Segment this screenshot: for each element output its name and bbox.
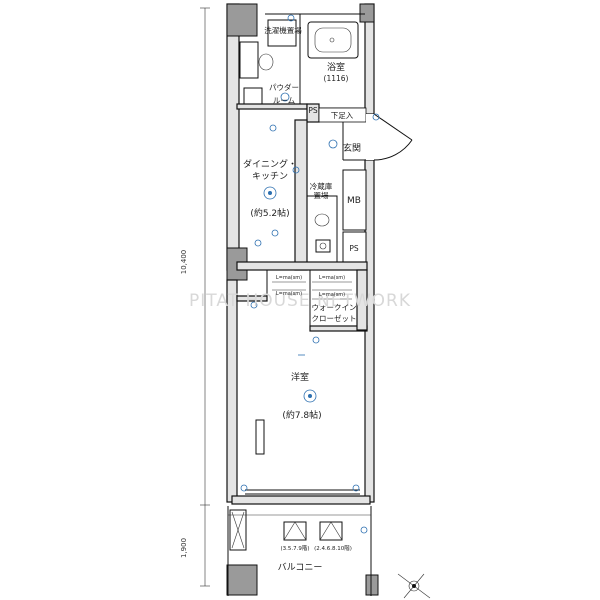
powder-fixtures	[239, 19, 297, 105]
label-shelf-3: L=ma(sm)	[276, 291, 302, 297]
label-powder-2: ルーム	[273, 96, 295, 105]
label-dk-1: ダイニング・	[243, 158, 297, 170]
label-fridge-2: 置場	[314, 190, 329, 200]
label-ps: PS	[349, 244, 359, 253]
outlet-icon	[240, 14, 380, 534]
watermark: PITAT HOUSE NETWORK	[189, 291, 411, 311]
label-fridge-1: 冷蔵庫	[310, 181, 333, 191]
label-ps-small: PS	[308, 106, 318, 115]
label-balcony: バルコニー	[278, 562, 323, 573]
label-western: 洋室	[291, 371, 309, 383]
label-shelf-2: L=ma(sm)	[319, 275, 345, 281]
dimension-main: 10,400	[180, 250, 188, 275]
interior-walls	[236, 13, 368, 332]
label-entrance: 玄関	[343, 142, 361, 154]
label-shelf-4: L=ma(sm)	[319, 292, 345, 298]
label-powder-1: パウダー	[269, 82, 299, 92]
label-mb: MB	[347, 196, 361, 206]
room-labels: 洗濯機置場 浴室 (1116) パウダー ルーム 下足入 玄関 ダイニング・ キ…	[243, 25, 361, 573]
label-unit-left: (3.5.7.9階)	[280, 544, 309, 552]
label-laundry: 洗濯機置場	[264, 25, 302, 35]
exterior-walls	[226, 3, 379, 596]
western-window	[245, 419, 360, 495]
kitchen-counter	[306, 195, 338, 263]
dimension-balcony: 1,900	[180, 538, 188, 558]
label-bath: 浴室	[327, 61, 345, 73]
label-shelf-1: L=ma(sm)	[276, 275, 302, 281]
dimension-lines: 10,400 1,900	[180, 7, 210, 587]
label-western-size: (約7.8帖)	[282, 409, 321, 421]
label-shoe-box: 下足入	[331, 111, 354, 120]
north-compass-icon	[397, 573, 431, 599]
entrance-door[interactable]	[366, 113, 413, 161]
label-unit-right: (2.4.6.8.10階)	[314, 544, 352, 552]
bathtub	[307, 21, 359, 59]
label-bath-size: (1116)	[324, 74, 349, 83]
balcony	[227, 506, 372, 596]
label-wic-2: クローゼット	[312, 313, 357, 323]
label-wic-1: ウォークイン	[312, 303, 357, 312]
ceiling-light-icon	[263, 92, 338, 403]
closet-shelves	[272, 281, 352, 300]
label-dk-2: キッチン	[252, 171, 288, 182]
label-dk-size: (約5.2帖)	[250, 207, 289, 219]
